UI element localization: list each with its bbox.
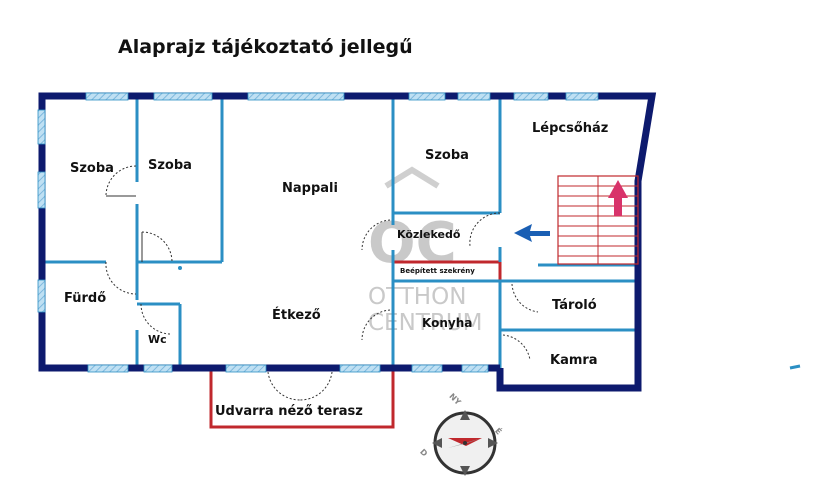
room-kamra: Kamra	[550, 353, 598, 368]
marker-dash	[789, 364, 801, 370]
room-szoba-mid: Szoba	[148, 158, 192, 173]
inner-walls	[42, 97, 638, 368]
doors	[105, 165, 539, 401]
room-szoba-right: Szoba	[425, 148, 469, 163]
compass-label-e: É	[493, 425, 505, 437]
room-konyha: Konyha	[422, 316, 472, 330]
terrace-outline	[209, 368, 395, 429]
room-terasz: Udvarra néző terasz	[215, 404, 363, 419]
windows	[37, 92, 599, 373]
room-wc: Wc	[148, 333, 167, 346]
room-kozlekedo: Közlekedő	[397, 228, 461, 241]
room-szoba-left: Szoba	[70, 161, 114, 176]
compass-icon	[432, 410, 498, 476]
room-tarolo: Tároló	[552, 298, 597, 313]
compass-label-w: D	[418, 447, 429, 458]
watermark-line1: OTTHON	[368, 284, 466, 310]
stairs-up-arrow-icon	[608, 180, 628, 216]
room-beepitett-szekreny: Beépített szekrény	[400, 267, 475, 275]
compass-label-n: NY	[447, 392, 462, 407]
room-furdo: Fürdő	[64, 291, 106, 306]
marker-dot	[178, 266, 182, 270]
direction-arrow-icon	[514, 224, 550, 242]
room-nappali: Nappali	[282, 181, 338, 196]
outer-walls	[38, 92, 657, 392]
stairs	[557, 175, 639, 265]
room-lepcsohaz: Lépcsőház	[532, 121, 608, 136]
room-etkezo: Étkező	[272, 307, 321, 323]
watermark: OC OTTHON CENTRUM	[368, 166, 483, 336]
watermark-logo: OC	[368, 211, 457, 276]
page-title: Alaprajz tájékoztató jellegű	[118, 36, 413, 58]
watermark-line2: CENTRUM	[368, 310, 483, 336]
